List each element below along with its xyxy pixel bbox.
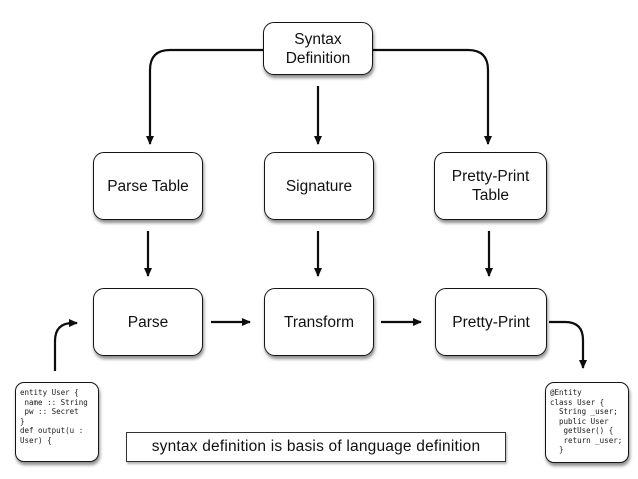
arrow-pretty-print-to-generated-code xyxy=(549,320,587,369)
node-label: Parse Table xyxy=(107,177,189,195)
caption-text: syntax definition is basis of language d… xyxy=(151,438,481,455)
node-label: Transform xyxy=(283,313,355,331)
generated-code-snippet: @Entity class User { String _user; publi… xyxy=(545,382,629,463)
arrow-syntax-to-parse-table xyxy=(146,48,263,145)
node-signature: Signature xyxy=(264,152,374,220)
node-label: Pretty-Print Table xyxy=(451,168,530,204)
caption-box: syntax definition is basis of language d… xyxy=(126,432,506,462)
source-code-snippet: entity User { name :: String pw :: Secre… xyxy=(15,382,99,462)
node-label: Syntax Definition xyxy=(285,30,351,67)
arrow-source-code-to-parse xyxy=(53,319,78,371)
node-label: Pretty-Print xyxy=(452,313,530,331)
node-parse: Parse xyxy=(93,288,203,356)
node-label: Signature xyxy=(285,177,353,195)
node-label: Parse xyxy=(127,313,169,331)
arrow-syntax-to-pretty-print-table xyxy=(373,48,492,145)
node-syntax-definition: Syntax Definition xyxy=(263,22,373,75)
node-parse-table: Parse Table xyxy=(93,152,203,220)
node-pretty-print: Pretty-Print xyxy=(435,288,547,356)
node-transform: Transform xyxy=(264,288,374,356)
node-pretty-print-table: Pretty-Print Table xyxy=(434,152,547,220)
